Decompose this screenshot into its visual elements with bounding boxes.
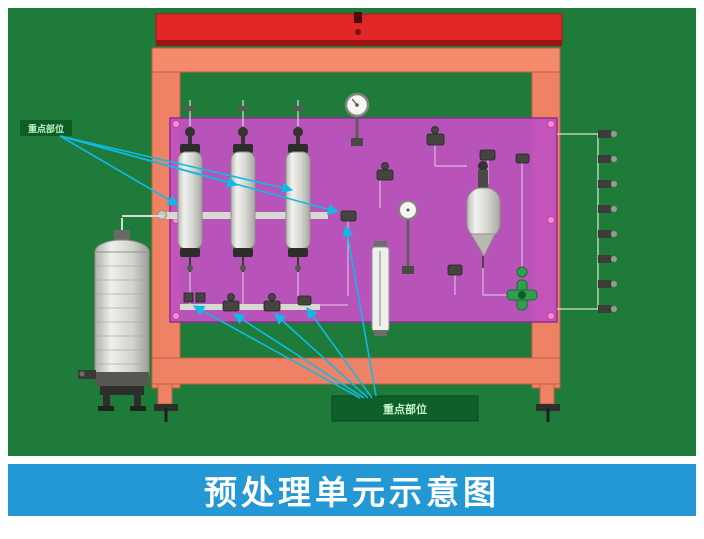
top-beam	[155, 12, 563, 46]
cross-valve	[506, 266, 538, 311]
tank-side-fitting	[78, 370, 96, 379]
caption-banner: 预处理单元示意图	[8, 464, 696, 516]
pressure-gauge-top	[344, 92, 370, 146]
flow-meter	[371, 241, 390, 336]
callout-arrows-bottom	[193, 224, 377, 399]
diagram-scene: 重点部位 重点部位	[8, 8, 696, 456]
callout-bottom-box	[331, 395, 479, 422]
callout-top: 重点部位	[20, 120, 72, 136]
callout-bottom-label: 重点部位	[383, 402, 427, 416]
callout-bottom: 重点部位	[331, 395, 479, 422]
callout-arrows-top	[59, 135, 340, 215]
callout-top-label: 重点部位	[28, 123, 64, 134]
callout-top-box	[20, 120, 72, 136]
sample-ports	[557, 130, 617, 313]
accumulator-tank	[466, 161, 501, 268]
filter-column-2	[230, 100, 256, 272]
panel-tubing	[189, 145, 523, 306]
bottom-manifold-tube	[180, 304, 320, 310]
valve-fitting	[426, 133, 445, 146]
beam-bolt	[354, 12, 362, 23]
target-valve	[340, 210, 357, 222]
storage-tank	[78, 215, 164, 411]
caption-title: 预处理单元示意图	[204, 474, 500, 511]
pressure-gauge-mid	[398, 200, 418, 274]
panel-fittings	[183, 126, 530, 312]
